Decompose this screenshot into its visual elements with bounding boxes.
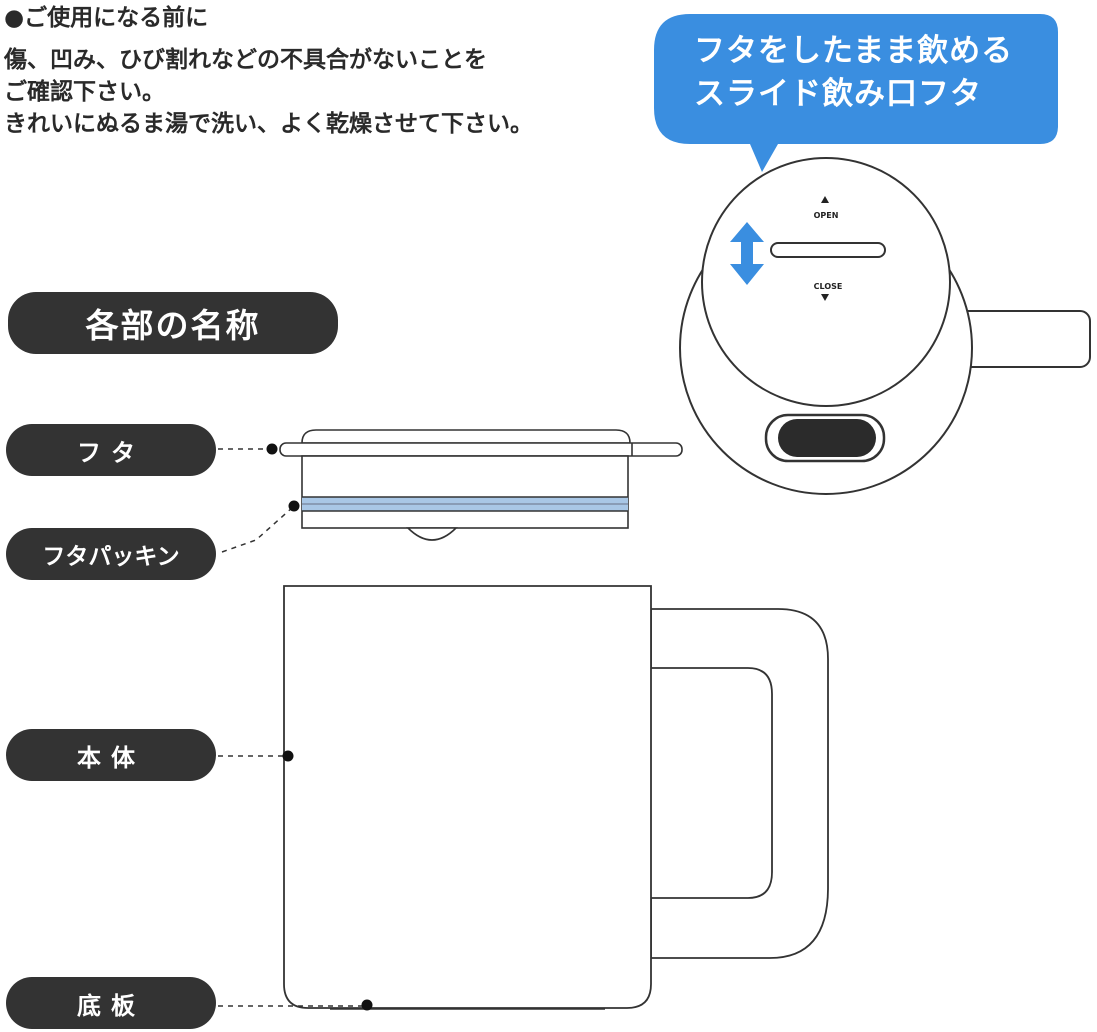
close-arrow-icon	[821, 294, 829, 301]
notice-line-3: きれいにぬるま湯で洗い、よく乾燥させて下さい。	[4, 111, 533, 137]
slide-slot	[770, 242, 886, 258]
top-view-lid	[701, 157, 951, 407]
mug-wall	[283, 585, 652, 1009]
lid-top-view	[679, 157, 1091, 495]
close-label: CLOSE	[814, 282, 843, 291]
open-arrow-icon	[821, 196, 829, 203]
lid-flange	[279, 442, 683, 457]
notice-line-2: ご確認下さい。	[4, 79, 165, 105]
base-pointer-dot	[361, 999, 373, 1011]
body-pointer-dot	[282, 750, 294, 762]
notice-heading: ●ご使用になる前に	[4, 5, 209, 31]
label-body: 本体	[6, 729, 216, 781]
label-packing: フタパッキン	[6, 528, 216, 580]
drink-opening	[764, 413, 886, 463]
drink-opening-inner	[778, 419, 876, 457]
slide-direction-icon	[730, 222, 764, 285]
mug-body	[283, 585, 829, 1009]
callout-line-1: フタをしたまま飲める	[694, 33, 1014, 69]
callout-bubble	[654, 14, 1058, 172]
packing-pointer-dot	[288, 500, 300, 512]
usage-notice: ●ご使用になる前に 傷、凹み、ひび割れなどの不具合がないことを ご確認下さい。 …	[4, 0, 533, 140]
label-base: 底板	[6, 977, 216, 1029]
lid-valve	[406, 527, 458, 541]
leader-lines	[218, 448, 364, 1007]
notice-line-1: 傷、凹み、ひび割れなどの不具合がないことを	[4, 47, 487, 73]
callout-line-2: スライド飲み口フタ	[694, 76, 982, 112]
label-lid: フタ	[6, 424, 216, 476]
callout-text: フタをしたまま飲める スライド飲み口フタ	[694, 30, 1034, 116]
mug-handle	[650, 608, 829, 959]
open-label: OPEN	[814, 211, 839, 220]
lid-top-dome	[301, 429, 631, 444]
parts-title: 各部の名称	[8, 292, 338, 354]
lid-side-view	[279, 429, 683, 541]
lid-pointer-dot	[266, 443, 278, 455]
lid-plug	[301, 455, 629, 529]
